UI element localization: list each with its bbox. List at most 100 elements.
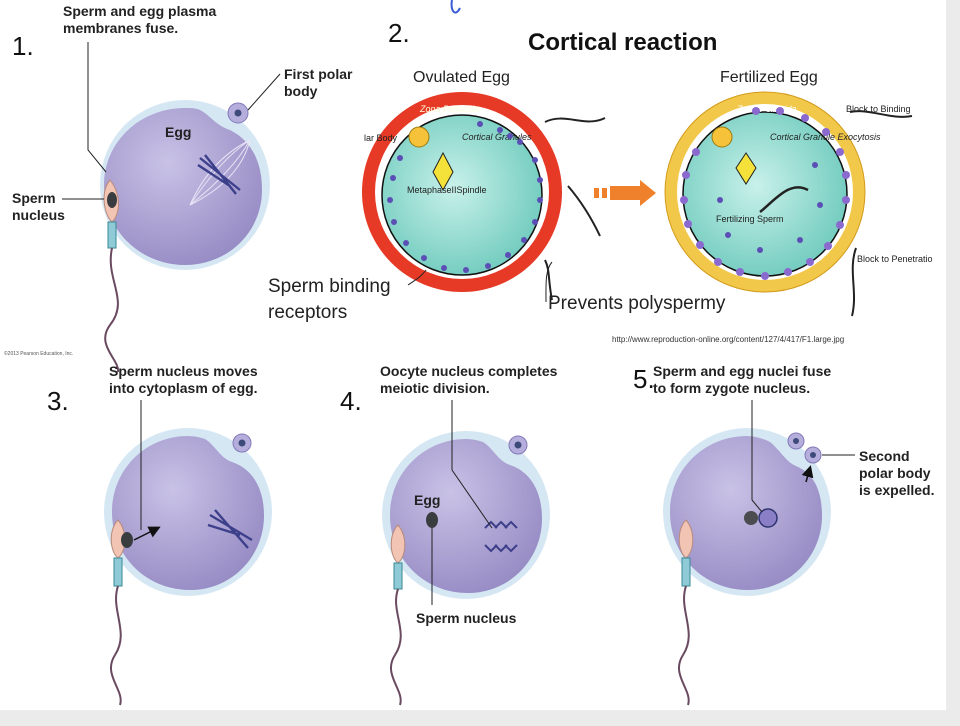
panel-2: 2. Cortical reaction Ovulated Egg Fertil… xyxy=(268,18,933,344)
chromosomes-3 xyxy=(207,509,253,549)
expulsion-arrow xyxy=(801,465,814,483)
exocytosis-granules xyxy=(680,107,850,280)
sperm-3-nucleus xyxy=(121,532,133,548)
step-4-leader-b xyxy=(451,469,493,529)
sperm-binding-receptors-line2: receptors xyxy=(268,302,347,323)
fertilizing-sperm-path xyxy=(759,186,809,213)
block-penetration-sperm xyxy=(851,247,857,317)
step-4-caption-line2: meiotic division. xyxy=(380,380,490,396)
step-4-number: 4. xyxy=(340,386,362,416)
step-1-caption-line1: Sperm and egg plasma xyxy=(63,3,216,19)
transition-arrow-dash2 xyxy=(602,188,607,198)
second-polar-body-nucleus xyxy=(810,452,816,458)
prevents-polyspermy-label: Prevents polyspermy xyxy=(548,293,726,314)
second-polar-label-line2: polar body xyxy=(859,465,931,481)
ovulated-polar-body xyxy=(408,126,430,148)
egg-pronucleus xyxy=(758,508,778,528)
sperm-4-midpiece xyxy=(393,562,403,590)
step-3-move-arrow xyxy=(133,526,161,541)
bottom-scroll-gutter xyxy=(0,710,960,726)
cortical-exocytosis-label: Cortical Granule Exocytosis xyxy=(770,132,881,142)
first-polar-body-nucleus xyxy=(234,109,242,117)
chromosomes-1 xyxy=(197,154,241,195)
egg-4-polar-nucleus xyxy=(514,441,522,449)
block-penetration-label: Block to Penetratio xyxy=(857,254,933,264)
sperm-1-nucleus xyxy=(107,192,117,208)
fertilized-egg-label: Fertilized Egg xyxy=(720,69,818,86)
step-4-caption-line1: Oocyte nucleus completes xyxy=(380,363,558,379)
right-scroll-gutter xyxy=(946,0,960,726)
membrane-leader-1 xyxy=(87,42,107,173)
step-2-number: 2. xyxy=(388,18,410,48)
cortical-reaction-title: Cortical reaction xyxy=(528,29,717,56)
sperm-pronucleus xyxy=(744,511,758,525)
sperm-3-midpiece xyxy=(113,557,123,587)
sperm-1-tail xyxy=(104,247,120,373)
receptors-leader xyxy=(407,269,427,286)
egg-3-polar-nucleus xyxy=(238,439,246,447)
sperm-1-midpiece xyxy=(107,221,117,249)
top-squiggle xyxy=(450,0,461,14)
sperm-binding-receptors-line1: Sperm binding xyxy=(268,276,391,297)
step-3-number: 3. xyxy=(47,386,69,416)
panel-1: 1. Sperm and egg plasma membranes fuse. … xyxy=(12,3,353,373)
fertilization-diagram: 1. Sperm and egg plasma membranes fuse. … xyxy=(4,0,934,706)
ovulated-zona-label: Zona Pellucida xyxy=(419,104,480,114)
egg-4-sperm-nucleus xyxy=(426,512,438,528)
sperm-nucleus-label-line1: Sperm xyxy=(12,190,56,206)
panel-5: 5. Sperm and egg nuclei fuse to form zyg… xyxy=(633,363,934,706)
metaphase-spindle-label: MetaphaseIISpindle xyxy=(407,185,487,195)
sperm-3-tail xyxy=(109,585,122,706)
block-binding-label: Block to Binding xyxy=(846,104,911,114)
sperm-5-midpiece xyxy=(681,557,691,587)
ovulated-egg-label: Ovulated Egg xyxy=(413,69,510,86)
sperm-4-tail xyxy=(389,588,402,706)
ovulated-sperm-right xyxy=(567,185,601,237)
egg-1-cytoplasm xyxy=(104,108,262,265)
ovulated-granules xyxy=(387,121,543,273)
step-5-leader-b xyxy=(751,499,763,513)
first-polar-label-line2: body xyxy=(284,83,318,99)
panel-3: 3. Sperm nucleus moves into cytoplasm of… xyxy=(47,363,272,706)
sperm-nucleus-4-label: Sperm nucleus xyxy=(416,610,517,626)
step-3-caption-line2: into cytoplasm of egg. xyxy=(109,380,258,396)
fertilizing-sperm-label: Fertilizing Sperm xyxy=(716,214,784,224)
step-5-caption-line1: Sperm and egg nuclei fuse xyxy=(653,363,831,379)
block-binding-sperm xyxy=(849,110,913,118)
fertilized-zona-label: Zona Pellucida xyxy=(736,104,797,114)
step-1-number: 1. xyxy=(12,31,34,61)
egg-1-label: Egg xyxy=(165,124,191,140)
transition-arrow xyxy=(610,180,656,206)
step-5-caption-line2: to form zygote nucleus. xyxy=(653,380,810,396)
ovulated-cytoplasm xyxy=(381,114,543,276)
sperm-nucleus-label-line2: nucleus xyxy=(12,207,65,223)
egg-4-cytoplasm xyxy=(390,439,542,593)
ovulated-polar-body-label: lar Body xyxy=(364,133,398,143)
egg-5-cytoplasm xyxy=(670,436,822,590)
second-polar-label-line1: Second xyxy=(859,448,910,464)
panel-4: 4. Oocyte nucleus completes meiotic divi… xyxy=(340,363,558,706)
egg-4-label: Egg xyxy=(414,492,440,508)
ovulated-sperm-top xyxy=(544,117,606,123)
fertilized-inner-granules xyxy=(717,162,823,253)
copyright-notice: ©2013 Pearson Education, Inc. xyxy=(4,350,73,357)
second-polar-label-line3: is expelled. xyxy=(859,482,934,498)
cortical-granules-label: Cortical Granules xyxy=(462,132,532,142)
step-1-caption-line2: membranes fuse. xyxy=(63,20,178,36)
source-url: http://www.reproduction-online.org/conte… xyxy=(612,335,844,344)
first-polar-label-line1: First polar xyxy=(284,66,353,82)
ovulated-sperm-bottom xyxy=(544,259,553,301)
step-5-number: 5. xyxy=(633,364,655,394)
fertilized-polar-body xyxy=(711,126,733,148)
polyspermy-leader xyxy=(545,261,553,303)
separating-chromosomes-4 xyxy=(484,520,518,553)
transition-arrow-dash1 xyxy=(594,188,599,198)
step-3-caption-line1: Sperm nucleus moves xyxy=(109,363,258,379)
sperm-5-tail xyxy=(677,585,690,706)
polar-leader-1 xyxy=(247,73,281,111)
fertilized-spindle xyxy=(735,152,757,185)
ovulated-spindle xyxy=(432,151,454,192)
egg-5-first-polar-nucleus xyxy=(793,438,799,444)
egg-3-cytoplasm xyxy=(112,436,264,590)
